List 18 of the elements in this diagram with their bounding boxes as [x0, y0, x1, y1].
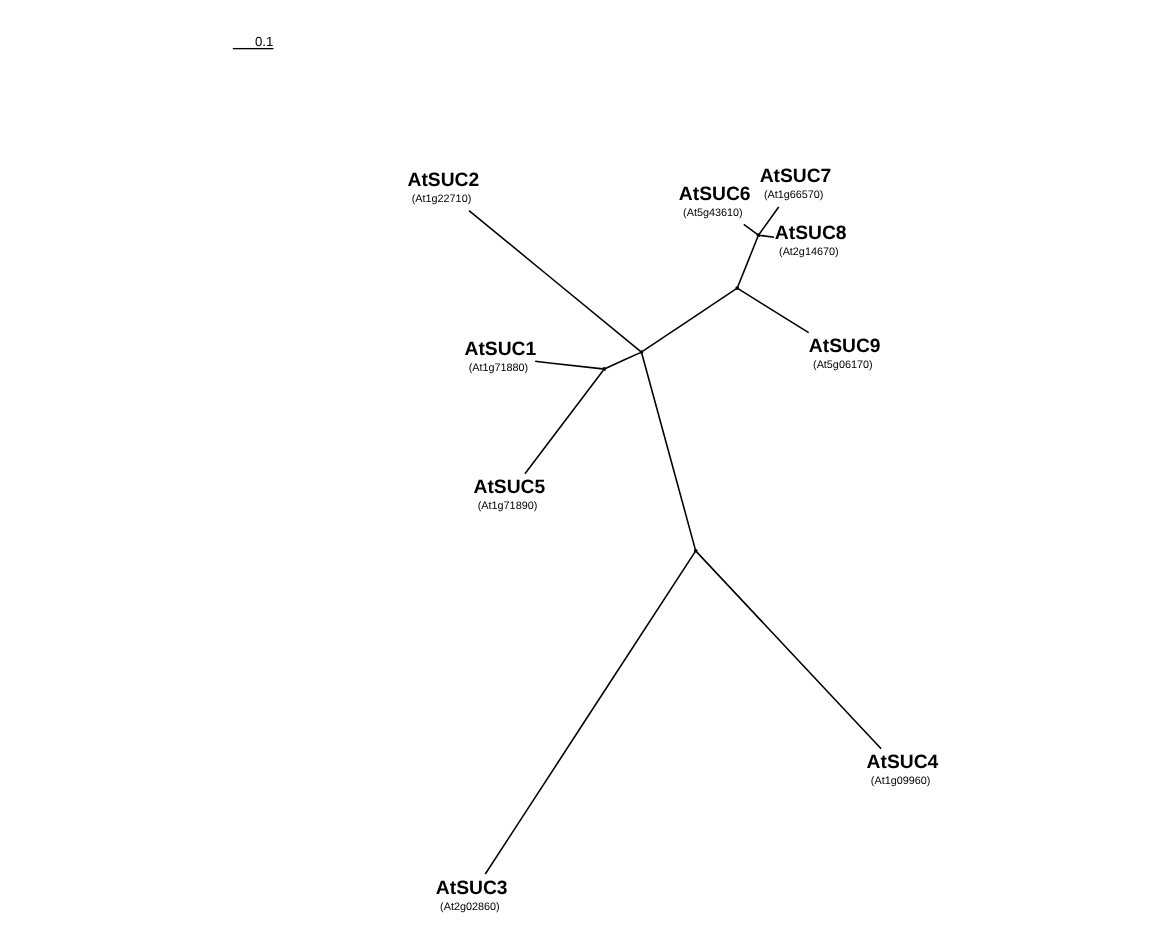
node-point — [756, 233, 761, 238]
connector — [759, 234, 775, 239]
node-point — [602, 367, 607, 371]
connector — [737, 288, 810, 334]
connector — [743, 223, 759, 236]
connector — [534, 360, 604, 370]
node-point — [639, 350, 644, 355]
connector — [642, 288, 737, 352]
connector — [524, 369, 604, 475]
connector — [737, 236, 759, 288]
node-point — [735, 286, 740, 291]
node-point — [693, 548, 698, 553]
connector — [758, 206, 780, 235]
connector — [695, 551, 882, 750]
connector — [468, 209, 641, 352]
connector — [604, 352, 641, 370]
connector — [641, 352, 697, 551]
connector — [484, 551, 696, 875]
